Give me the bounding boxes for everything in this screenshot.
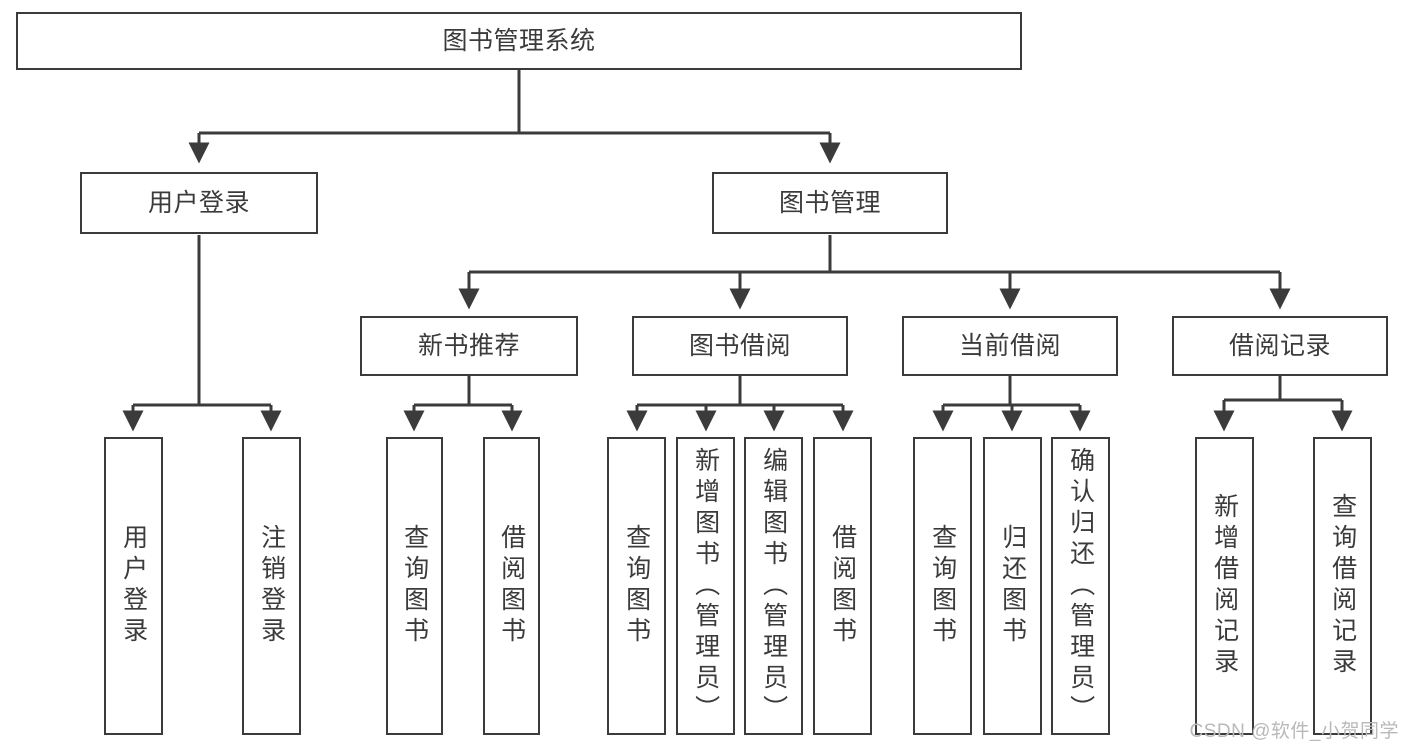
leaf-record-query-record[interactable]: 查询借阅记录: [1313, 437, 1372, 735]
node-book-borrow[interactable]: 图书借阅: [632, 316, 848, 376]
node-label: 用户登录: [119, 524, 148, 648]
leaf-current-query-book[interactable]: 查询图书: [913, 437, 972, 735]
leaf-recommend-query-book[interactable]: 查询图书: [386, 437, 443, 735]
leaf-user-login-logout[interactable]: 注销登录: [242, 437, 301, 735]
node-label: 查询图书: [622, 524, 651, 648]
node-label: 注销登录: [257, 524, 286, 648]
leaf-borrow-query-book[interactable]: 查询图书: [607, 437, 666, 735]
leaf-current-return-book[interactable]: 归还图书: [983, 437, 1042, 735]
node-label: 新增图书（管理员）: [691, 446, 720, 726]
node-label: 借阅图书: [828, 524, 857, 648]
node-label: 查询图书: [400, 524, 429, 648]
node-label: 查询图书: [928, 524, 957, 648]
node-label: 图书管理: [778, 188, 881, 217]
leaf-borrow-add-book-admin[interactable]: 新增图书（管理员）: [676, 437, 735, 735]
node-new-book-recommend[interactable]: 新书推荐: [360, 316, 578, 376]
node-label: 新书推荐: [417, 331, 520, 360]
node-label: 查询借阅记录: [1328, 493, 1357, 679]
node-label: 借阅记录: [1228, 331, 1331, 360]
leaf-recommend-borrow-book[interactable]: 借阅图书: [483, 437, 540, 735]
node-label: 图书借阅: [688, 331, 791, 360]
node-label: 当前借阅: [958, 331, 1061, 360]
node-label: 借阅图书: [497, 524, 526, 648]
node-label: 用户登录: [147, 188, 250, 217]
node-book-management[interactable]: 图书管理: [712, 172, 948, 234]
leaf-record-add-record[interactable]: 新增借阅记录: [1195, 437, 1254, 735]
node-label: 确认归还（管理员）: [1066, 446, 1095, 726]
leaf-borrow-borrow-book[interactable]: 借阅图书: [813, 437, 872, 735]
leaf-user-login-login[interactable]: 用户登录: [104, 437, 163, 735]
node-root-system[interactable]: 图书管理系统: [16, 12, 1022, 70]
node-borrow-record[interactable]: 借阅记录: [1172, 316, 1388, 376]
node-label: 新增借阅记录: [1210, 493, 1239, 679]
node-label: 编辑图书（管理员）: [759, 446, 788, 726]
node-label: 归还图书: [998, 524, 1027, 648]
node-current-borrow[interactable]: 当前借阅: [902, 316, 1118, 376]
leaf-borrow-edit-book-admin[interactable]: 编辑图书（管理员）: [744, 437, 803, 735]
leaf-current-confirm-return-admin[interactable]: 确认归还（管理员）: [1051, 437, 1110, 735]
node-label: 图书管理系统: [442, 26, 596, 55]
node-user-login[interactable]: 用户登录: [80, 172, 318, 234]
